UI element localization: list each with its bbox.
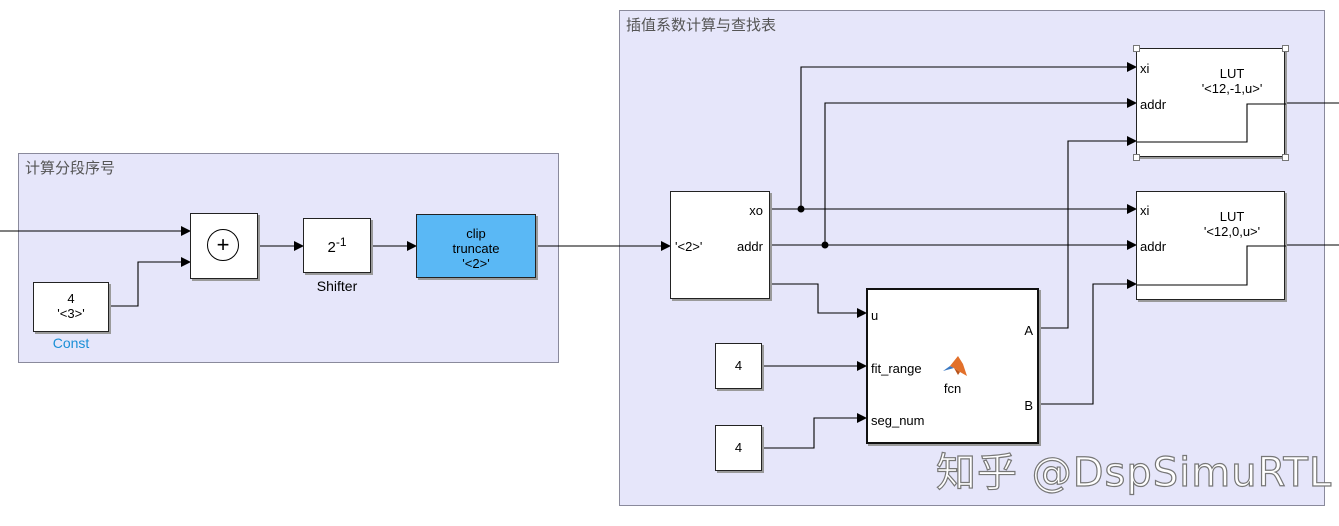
lut1-handle-tl[interactable] [1133,45,1140,52]
sum-plus-symbol: + [216,232,230,257]
clip-line2: truncate [452,241,500,256]
junction-xo [797,205,805,213]
shifter-exponent: -1 [335,235,347,249]
fcn-a-port: A [1024,323,1033,338]
split-addr-label: addr [736,239,763,254]
seg-num-const-value: 4 [734,440,743,455]
lut2-xi-port: xi [1140,203,1150,218]
lut1-block[interactable]: xi addr LUT '<12,-1,u>' [1136,48,1286,157]
split-block[interactable]: '<2>' xo addr [670,191,770,299]
lut1-output-wire [1137,103,1286,143]
wire-fcn-b-to-lut2 [1039,279,1137,405]
lut1-title: LUT [1219,66,1245,81]
lut2-type: '<12,0,u>' [1203,224,1261,239]
clip-line1: clip [466,226,486,241]
seg-num-const-block[interactable]: 4 [715,425,762,471]
lut2-title: LUT [1219,209,1245,224]
fcn-u-port: u [871,308,879,323]
watermark: 知乎 @DspSimuRTL [935,449,1333,496]
fcn-b-port: B [1024,398,1033,413]
shifter-base: 2 [327,239,336,256]
fit-range-const-block[interactable]: 4 [715,343,762,389]
matlab-logo-icon [943,356,967,376]
lut2-block[interactable]: xi addr LUT '<12,0,u>' [1136,191,1286,300]
junction-addr [821,241,829,249]
matlab-function-block[interactable]: u fit_range seg_num A B fcn [866,288,1039,444]
const-block-name: Const [52,335,90,351]
lut2-addr-port: addr [1140,239,1167,254]
const-value: 4 [67,291,75,306]
fcn-seg-num-port: seg_num [871,413,925,428]
wire-seg-const-to-fcn [762,413,867,449]
shifter-expression: 2-1 [304,235,370,256]
shifter-block[interactable]: 2-1 [303,218,371,273]
fcn-fit-range-port: fit_range [871,361,922,376]
wire-const-to-sum [110,257,191,307]
clip-line3: '<2>' [462,256,490,271]
lut2-output-wire [1137,245,1286,286]
sum-block[interactable]: + [190,213,258,279]
lut1-addr-port: addr [1140,97,1167,112]
lut1-handle-br[interactable] [1282,154,1289,161]
split-xo-label: xo [749,203,763,218]
const-type: '<3>' [57,306,85,321]
split-in-label: '<2>' [675,239,703,254]
subsystem-lookup-title: 插值系数计算与查找表 [626,16,777,34]
lut1-xi-port: xi [1140,61,1150,76]
fcn-name: fcn [943,381,962,396]
sum-circle-icon: + [207,229,239,261]
const-block[interactable]: 4 '<3>' [33,282,109,332]
fit-range-const-value: 4 [734,358,743,373]
clip-truncate-block[interactable]: clip truncate '<2>' [416,214,536,278]
lut1-type: '<12,-1,u>' [1201,81,1263,96]
wire-addr-to-lut1 [770,98,1137,246]
shifter-block-name: Shifter [316,278,358,294]
wire-fcn-a-to-lut1 [1039,136,1137,329]
lut1-handle-tr[interactable] [1282,45,1289,52]
lut1-handle-bl[interactable] [1133,154,1140,161]
subsystem-segment-title: 计算分段序号 [25,159,116,177]
